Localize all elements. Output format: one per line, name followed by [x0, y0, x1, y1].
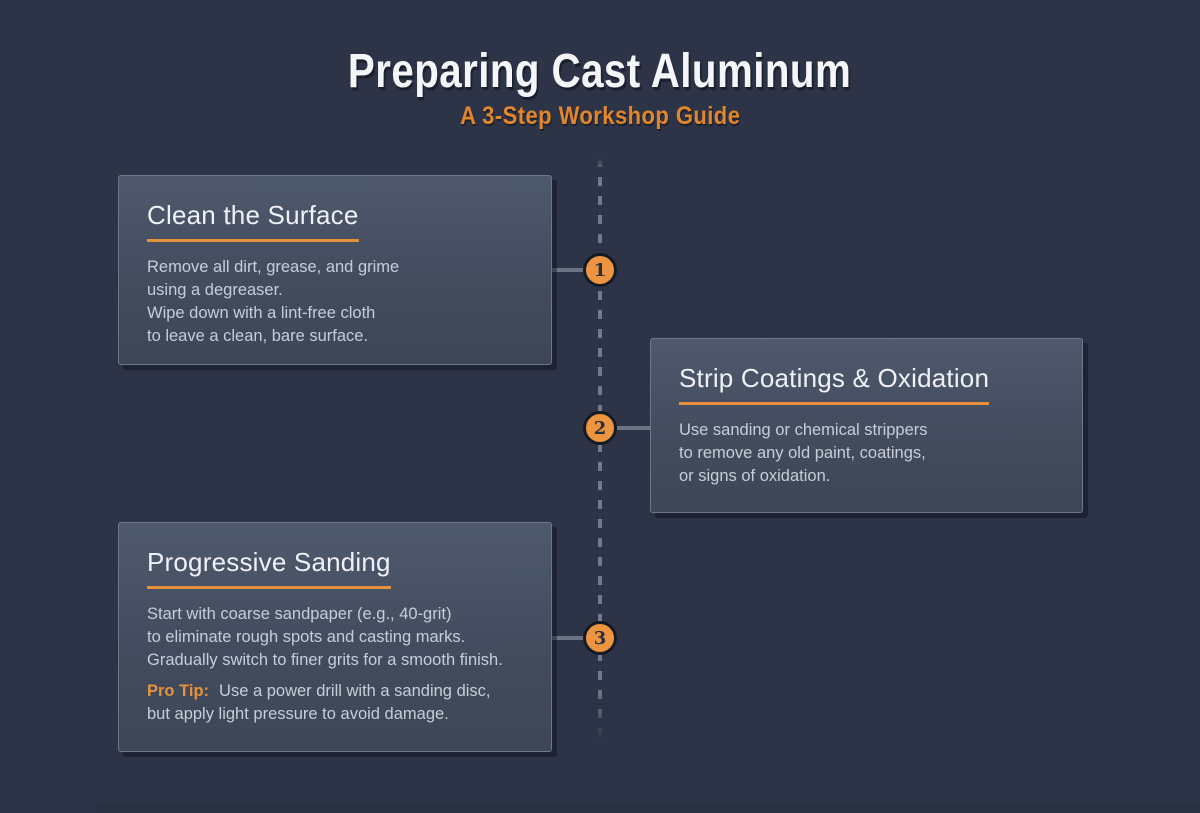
card-step-2: Strip Coatings & Oxidation Use sanding o…: [650, 338, 1083, 513]
card-step-3-title: Progressive Sanding: [147, 547, 391, 589]
connector-step-2: [617, 426, 651, 430]
card-step-2-body: Use sanding or chemical strippers to rem…: [679, 421, 928, 485]
page-title: Preparing Cast Aluminum: [348, 45, 852, 98]
card-step-1-body: Remove all dirt, grease, and grime using…: [147, 258, 400, 345]
pro-tip-label: Pro Tip:: [147, 682, 210, 700]
card-step-3-body: Start with coarse sandpaper (e.g., 40-gr…: [147, 605, 503, 669]
page-subtitle: A 3-Step Workshop Guide: [459, 102, 741, 130]
card-step-3-pro-tip: Pro Tip:Use a power drill with a sanding…: [147, 680, 523, 726]
card-step-2-title: Strip Coatings & Oxidation: [679, 363, 990, 405]
step-number-1: 1: [593, 259, 607, 281]
connector-step-3: [552, 636, 584, 640]
step-number-badge-1: 1: [583, 253, 617, 287]
card-step-3: Progressive Sanding Start with coarse sa…: [118, 522, 552, 752]
page-subtitle-row: A 3-Step Workshop Guide: [0, 102, 1200, 131]
step-number-2: 2: [593, 417, 607, 439]
connector-step-1: [552, 268, 584, 272]
timeline-dashed-line: [598, 158, 602, 742]
card-step-1: Clean the Surface Remove all dirt, greas…: [118, 175, 552, 365]
pro-tip-text: Use a power drill with a sanding disc, b…: [147, 682, 491, 723]
step-number-badge-2: 2: [583, 411, 617, 445]
card-step-1-title: Clean the Surface: [147, 200, 359, 242]
bottom-strip: [96, 802, 1200, 813]
step-number-badge-3: 3: [583, 621, 617, 655]
step-number-3: 3: [593, 627, 607, 649]
page-title-row: Preparing Cast Aluminum: [0, 44, 1200, 99]
